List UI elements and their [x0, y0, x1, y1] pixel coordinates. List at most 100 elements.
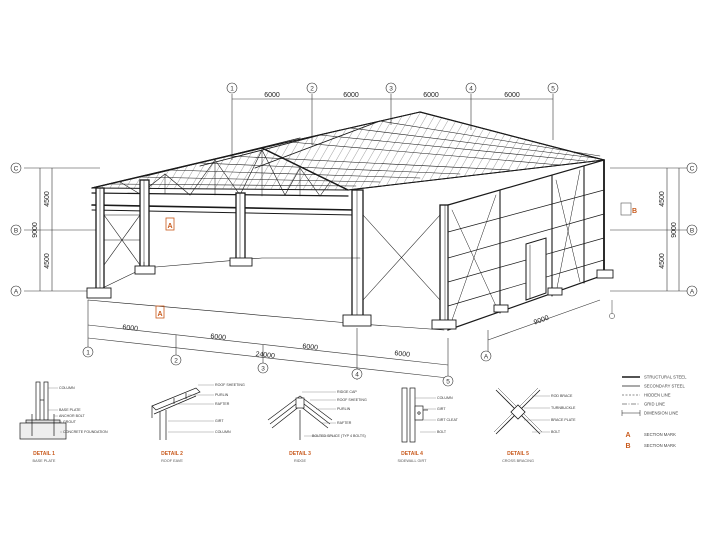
svg-text:4: 4 [469, 86, 473, 93]
svg-text:A: A [690, 289, 695, 296]
detail-label: TURNBUCKLE [551, 406, 576, 410]
detail-subtitle: ROOF EAVE [161, 459, 183, 463]
front-dim-label: 6000 [394, 350, 410, 359]
svg-text:B: B [690, 228, 694, 235]
grid-bubble: C [686, 162, 698, 174]
roof [91, 111, 605, 191]
front-dim-label: 6000 [122, 324, 138, 333]
svg-text:5: 5 [446, 379, 450, 386]
top-grid-bubbles: 1 2 3 4 5 [226, 82, 559, 94]
svg-text:C: C [690, 166, 695, 173]
front-bracing [362, 214, 441, 301]
svg-text:2: 2 [174, 358, 178, 365]
grid-bubble: 1 [226, 82, 238, 94]
left-dim-label: 4500 [44, 191, 51, 207]
detail-label: BOLT [437, 430, 447, 434]
grid-bubble: 2 [306, 82, 318, 94]
detail-subtitle: RIDGE [294, 459, 306, 463]
detail-label: COLUMN [437, 396, 453, 400]
top-dimension-line [231, 94, 554, 160]
grid-bubble: 5 [547, 82, 559, 94]
svg-text:A: A [484, 354, 489, 361]
detail-label: RAFTER [215, 402, 230, 406]
side-door [525, 237, 547, 301]
svg-text:3: 3 [389, 86, 393, 93]
grid-bubble: 4 [351, 368, 363, 380]
svg-text:A: A [157, 311, 162, 318]
grid-bubble: 1 [82, 346, 94, 358]
front-total-dim: 24000 [255, 351, 275, 360]
top-dim-label: 6000 [343, 92, 359, 99]
base-plates [86, 257, 614, 330]
detail-subtitle: CROSS BRACING [502, 459, 534, 463]
detail-label: RIDGE CAP [337, 390, 357, 394]
front-grid-bubbles: 1 2 3 4 5 [82, 346, 454, 387]
svg-text:DIMENSION LINE: DIMENSION LINE [644, 411, 678, 416]
grid-bubble: A [686, 285, 698, 297]
top-dim-label: 6000 [264, 92, 280, 99]
svg-text:B: B [14, 228, 18, 235]
left-grid-bubbles: C B A [10, 162, 22, 297]
left-dim-label: 4500 [44, 253, 51, 269]
detail-label: COLUMN [59, 386, 75, 390]
detail-label: ROOF SHEETING [215, 383, 245, 387]
detail-label: GIRT CLEAT [437, 418, 459, 422]
svg-text:STRUCTURAL STEEL: STRUCTURAL STEEL [644, 375, 687, 380]
left-dimension-line [24, 167, 100, 292]
svg-text:2: 2 [310, 86, 314, 93]
right-dim-label: 4500 [659, 253, 666, 269]
right-dim-label: 4500 [659, 191, 666, 207]
svg-text:A: A [167, 223, 172, 230]
building-3d-view [86, 111, 614, 331]
detail-label: GROUT [63, 420, 77, 424]
grid-bubble: A [10, 285, 22, 297]
grid-bubble: 5 [442, 375, 454, 387]
detail-label: BOLTED SPLICE (TYP 4 BOLTS) [312, 434, 366, 438]
detail-2-roof-eave: ROOF SHEETING PURLIN RAFTER GIRT COLUMN … [151, 383, 245, 463]
detail-label: BOLT [551, 430, 561, 434]
svg-text:SECTION MARK: SECTION MARK [644, 432, 676, 437]
detail-label: RAFTER [337, 421, 352, 425]
detail-label: BRACE PLATE [551, 418, 576, 422]
detail-label: BASE PLATE [59, 408, 81, 412]
svg-text:1: 1 [230, 86, 234, 93]
grid-bubble: 2 [170, 354, 182, 366]
grid-bubble: B [10, 224, 22, 236]
svg-text:B: B [625, 443, 630, 450]
right-grid-bubbles: C B A [686, 162, 698, 297]
detail-title: DETAIL 2 [161, 451, 183, 457]
detail-5-cross-bracing: ROD BRACE TURNBUCKLE BRACE PLATE BOLT DE… [493, 387, 576, 463]
svg-text:HIDDEN LINE: HIDDEN LINE [644, 393, 671, 398]
detail-label: COLUMN [215, 430, 231, 434]
floor-slab [87, 257, 445, 331]
svg-text:C: C [14, 166, 19, 173]
side-wall [447, 159, 605, 331]
svg-text:A: A [14, 289, 19, 296]
legend-item: DIMENSION LINE [621, 410, 678, 416]
svg-text:SECONDARY STEEL: SECONDARY STEEL [644, 384, 685, 389]
detail-subtitle: SIDEWALL GIRT [398, 459, 428, 463]
svg-text:4: 4 [355, 372, 359, 379]
grid-bubble: 3 [385, 82, 397, 94]
detail-title: DETAIL 3 [289, 451, 311, 457]
detail-3-ridge: RIDGE CAP ROOF SHEETING PURLIN RAFTER BO… [267, 390, 367, 463]
detail-title: DETAIL 4 [401, 451, 423, 457]
section-mark-a: A [165, 217, 175, 231]
front-dim-label: 6000 [210, 333, 226, 342]
detail-label: GIRT [215, 419, 224, 423]
detail-label: GIRT [437, 407, 446, 411]
front-dim-label: 6000 [302, 343, 318, 352]
legend-mark: A SECTION MARK [625, 432, 676, 439]
detail-title: DETAIL 1 [33, 451, 55, 457]
grid-bubble: 4 [465, 82, 477, 94]
detail-subtitle: BASE PLATE [33, 459, 56, 463]
right-total-dim: 9000 [671, 222, 678, 238]
detail-label: PURLIN [337, 407, 351, 411]
left-total-dim: 9000 [32, 222, 39, 238]
detail-label: ROOF SHEETING [337, 398, 367, 402]
legend-mark: B SECTION MARK [625, 443, 676, 450]
svg-text:3: 3 [261, 366, 265, 373]
detail-1-base-plate: COLUMN BASE PLATE ANCHOR BOLT GROUT CONC… [19, 381, 108, 463]
grid-bubble: B [686, 224, 698, 236]
right-dimension-line [610, 167, 695, 292]
